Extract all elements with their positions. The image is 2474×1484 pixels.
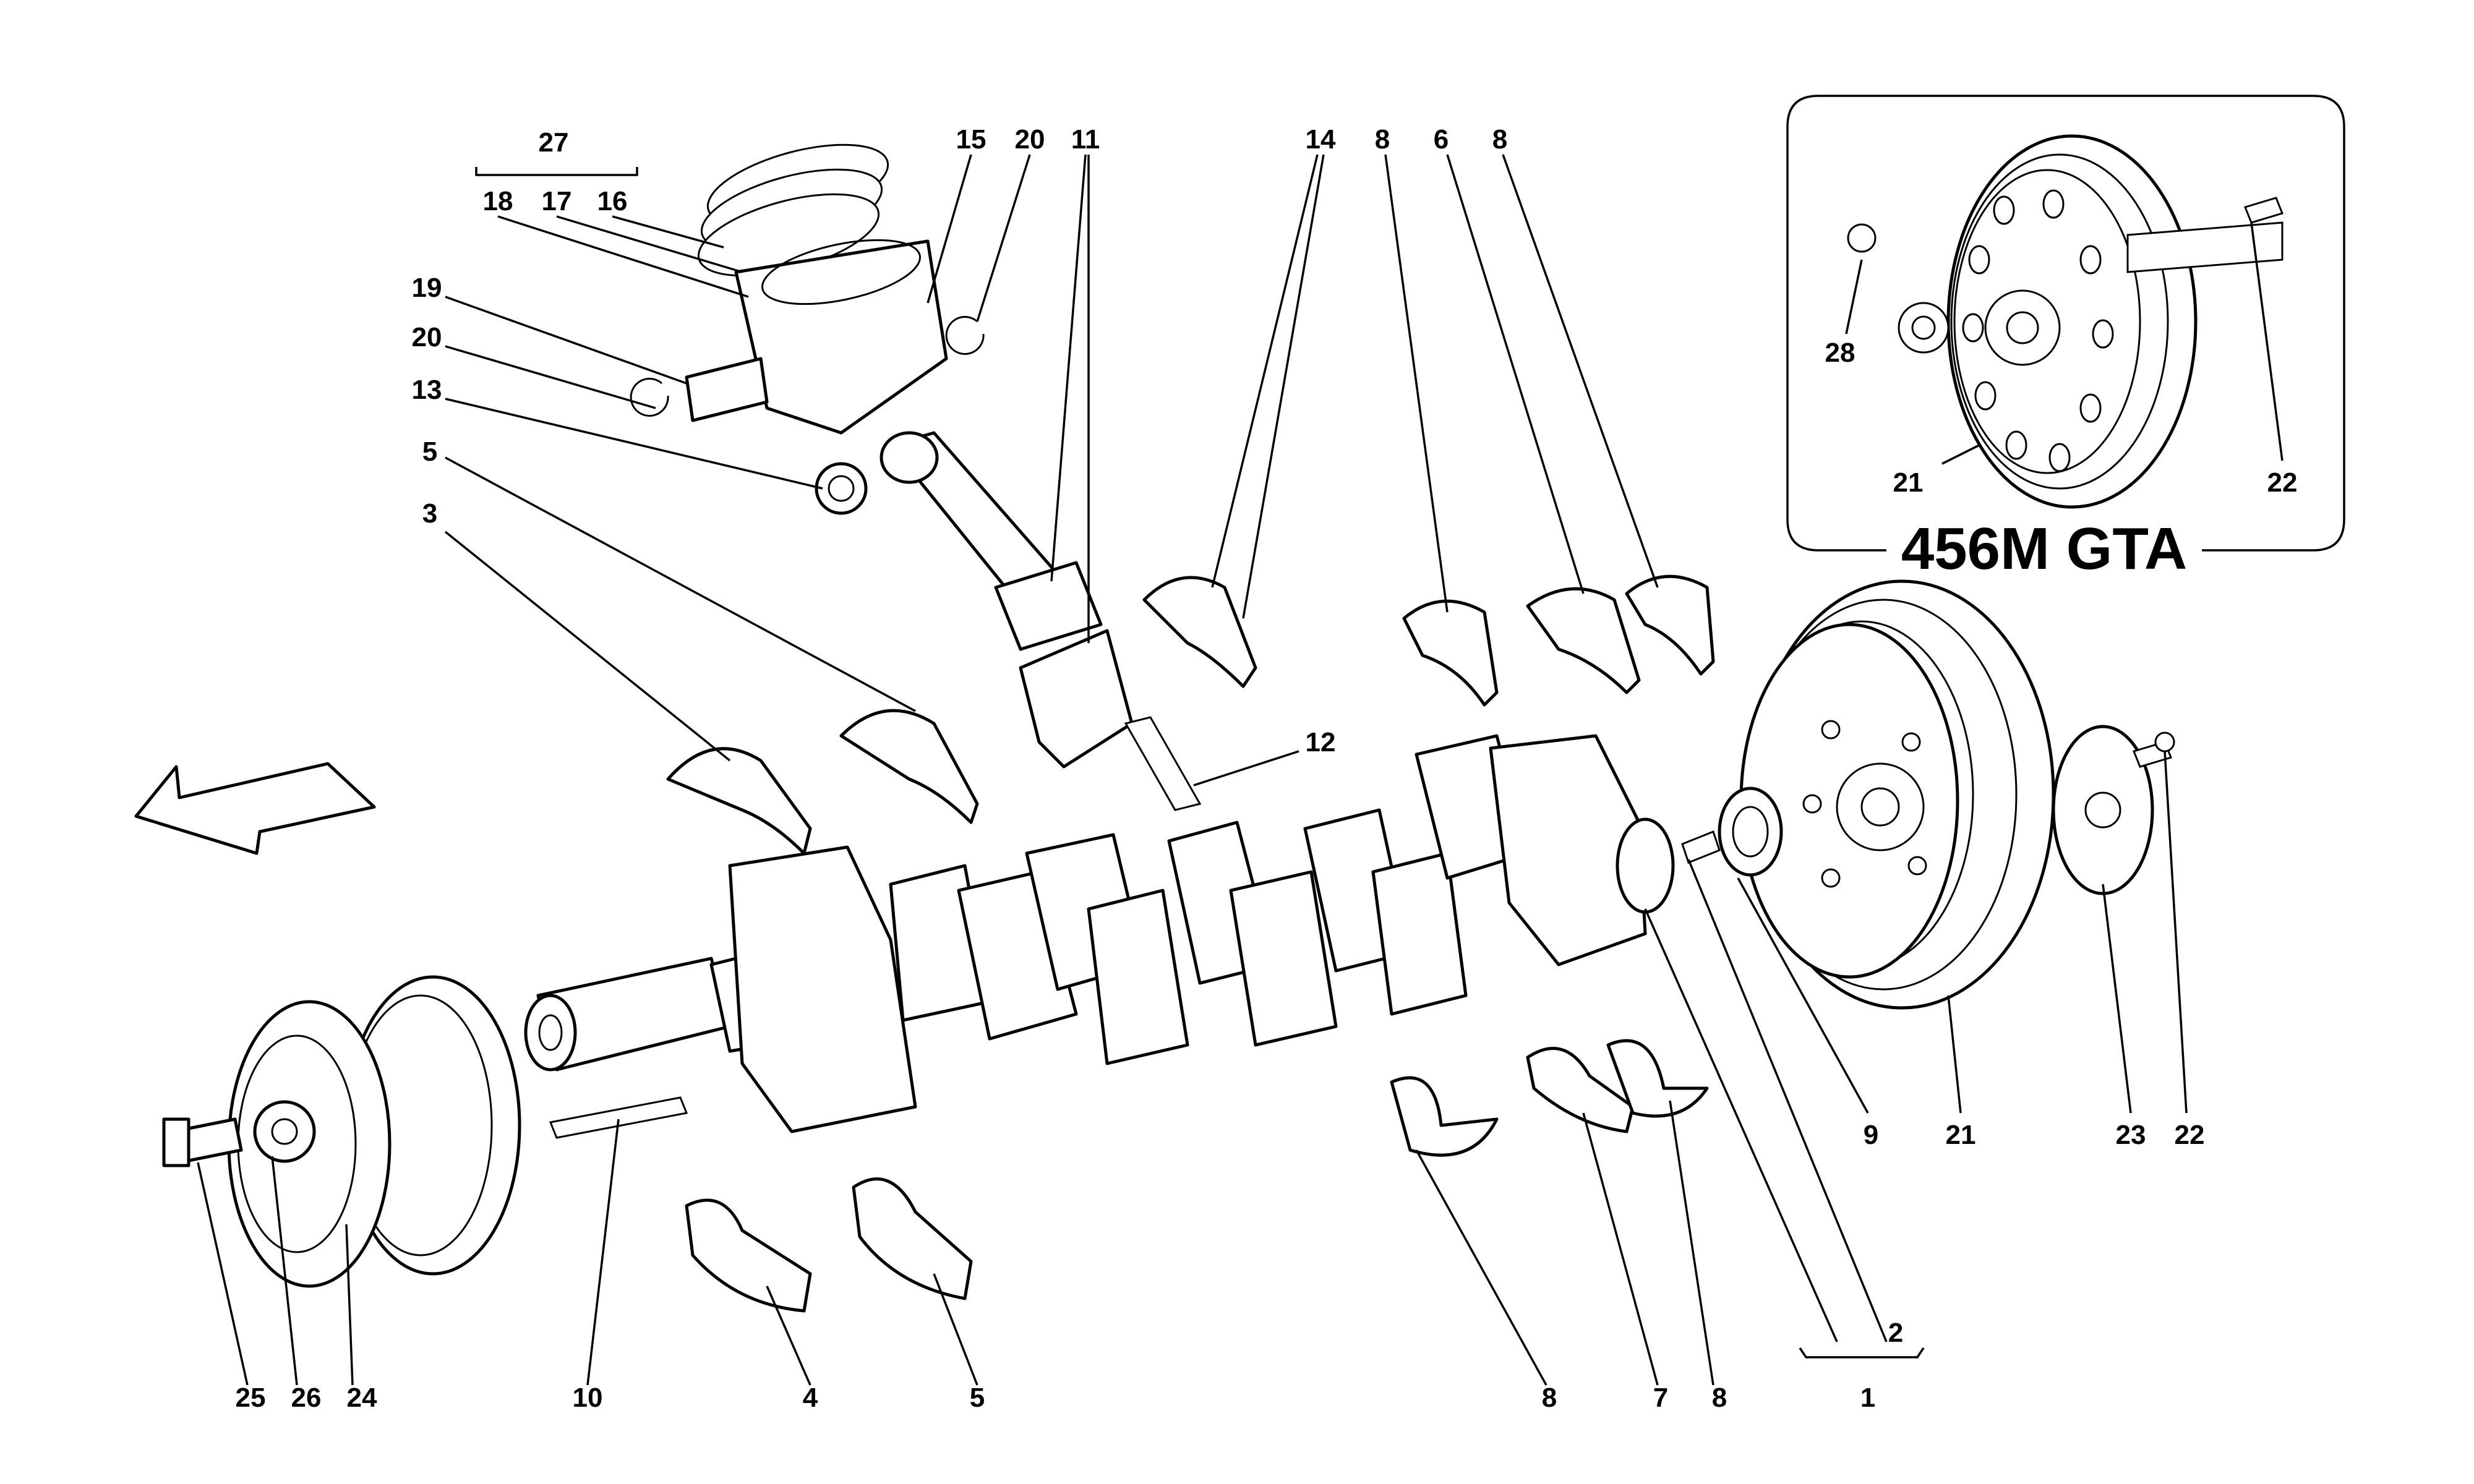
flywheel-plate bbox=[2052, 725, 2154, 895]
small-end-bush bbox=[815, 462, 868, 515]
piston-pin bbox=[685, 357, 769, 422]
main-bearing-upper-5 bbox=[839, 709, 979, 824]
thrust-washer-8b bbox=[1625, 574, 1715, 676]
inset-title: 456M GTA bbox=[1901, 516, 2187, 582]
leader-lines bbox=[197, 154, 2284, 1386]
callout-21: 21 bbox=[1893, 467, 1924, 498]
callout-27: 27 bbox=[539, 127, 569, 158]
callout-14: 14 bbox=[1306, 124, 1336, 155]
stud bbox=[1681, 830, 1721, 864]
direction-arrow bbox=[134, 762, 376, 855]
callout-9: 9 bbox=[1864, 1120, 1878, 1150]
thrust-washer-8d bbox=[1606, 1039, 1709, 1118]
main-bearing-lower-5 bbox=[852, 1177, 973, 1300]
callout-22: 22 bbox=[2175, 1120, 2205, 1150]
connecting-rod bbox=[880, 431, 1103, 651]
flywheel bbox=[1739, 579, 2055, 1010]
circlip-right bbox=[945, 315, 985, 355]
callout-1: 1 bbox=[1860, 1383, 1875, 1413]
callout-20: 20 bbox=[1015, 124, 1045, 155]
key bbox=[549, 1096, 688, 1139]
main-bearing-upper-3 bbox=[666, 747, 812, 855]
damper-pulley bbox=[227, 975, 521, 1288]
callout-24: 24 bbox=[347, 1383, 377, 1413]
inset-456m-gta: 456M GTA bbox=[1786, 95, 2345, 582]
callout-labels: 27 18 17 16 15 20 11 14 8 6 8 19 20 13 5… bbox=[236, 124, 2298, 1413]
callout-17: 17 bbox=[542, 186, 572, 216]
callout-3: 3 bbox=[422, 498, 437, 529]
callout-19: 19 bbox=[412, 273, 442, 303]
pilot-bearing bbox=[1718, 787, 1783, 877]
callout-20: 20 bbox=[412, 322, 442, 352]
main-bearing-7 bbox=[1526, 1047, 1635, 1133]
callout-8: 8 bbox=[1712, 1383, 1727, 1413]
callout-5: 5 bbox=[970, 1383, 985, 1413]
callout-6: 6 bbox=[1434, 124, 1449, 155]
rod-bearing-14 bbox=[1142, 576, 1257, 688]
callout-21: 21 bbox=[1946, 1120, 1976, 1150]
callout-23: 23 bbox=[2116, 1120, 2146, 1150]
rod-bolt bbox=[1124, 716, 1202, 811]
circlip-left bbox=[630, 377, 669, 417]
piston-rings bbox=[697, 143, 889, 277]
callout-22: 22 bbox=[2267, 467, 2298, 498]
callout-26: 26 bbox=[291, 1383, 322, 1413]
callout-28: 28 bbox=[1825, 338, 1856, 368]
callout-4: 4 bbox=[803, 1383, 818, 1413]
flywheel-bolt bbox=[2132, 731, 2175, 768]
pulley-bolt bbox=[162, 1117, 243, 1167]
callout-12: 12 bbox=[1306, 727, 1336, 757]
callout-2: 2 bbox=[1888, 1318, 1903, 1348]
callout-25: 25 bbox=[236, 1383, 266, 1413]
thrust-washer-8c bbox=[1390, 1076, 1499, 1157]
callout-8: 8 bbox=[1492, 124, 1507, 155]
crankshaft bbox=[524, 734, 1675, 1133]
callout-8: 8 bbox=[1375, 124, 1390, 155]
callout-16: 16 bbox=[597, 186, 628, 216]
callout-8: 8 bbox=[1542, 1383, 1557, 1413]
callout-15: 15 bbox=[956, 124, 987, 155]
inset-flywheel bbox=[1847, 134, 2284, 509]
callout-5: 5 bbox=[422, 437, 437, 467]
rod-cap bbox=[1019, 629, 1134, 769]
callout-10: 10 bbox=[573, 1383, 603, 1413]
callout-13: 13 bbox=[412, 375, 442, 405]
main-bearing-6 bbox=[1526, 587, 1641, 694]
callout-7: 7 bbox=[1653, 1383, 1668, 1413]
callout-11: 11 bbox=[1071, 124, 1100, 155]
callout-18: 18 bbox=[483, 186, 513, 216]
main-bearing-lower-4 bbox=[685, 1198, 812, 1313]
thrust-washer-8a bbox=[1402, 599, 1499, 707]
